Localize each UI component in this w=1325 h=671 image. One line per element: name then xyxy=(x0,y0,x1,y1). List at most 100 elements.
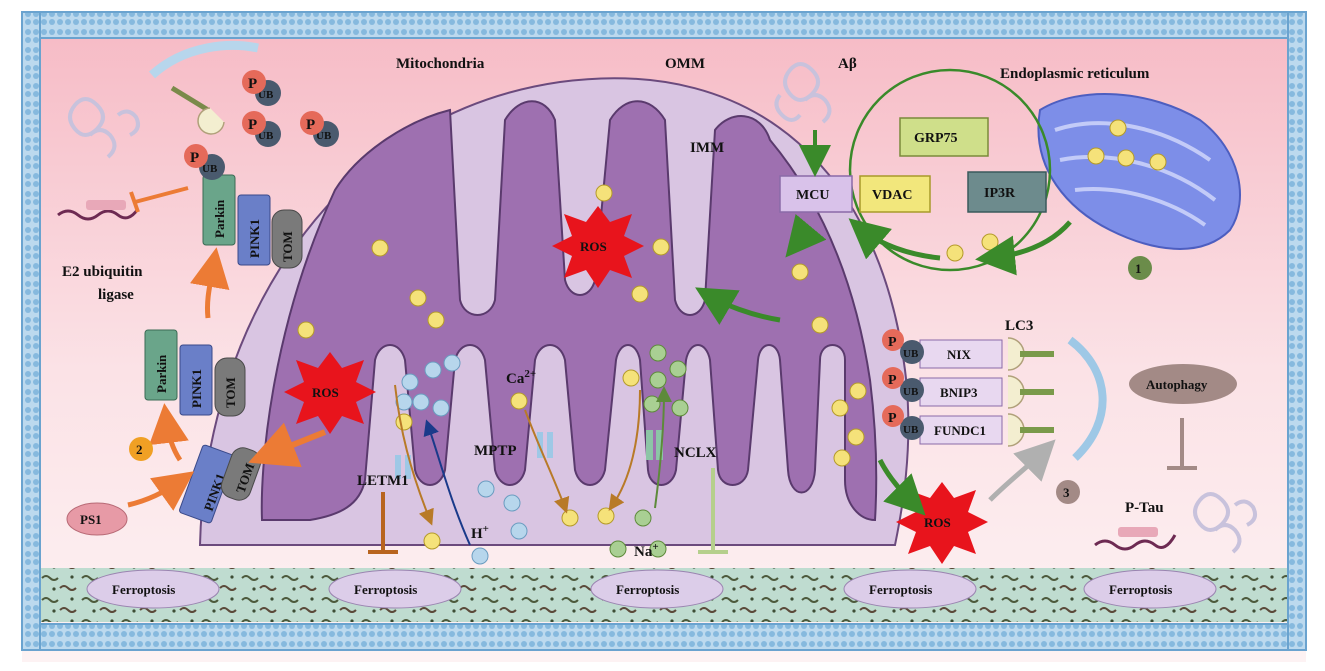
arrow-vdac-to-mcu xyxy=(848,218,941,261)
letm1-channel xyxy=(395,455,411,479)
step-3-label: 3 xyxy=(1063,485,1070,500)
svg-text:P: P xyxy=(190,150,199,166)
p-ub-tag-bnip3: UB P xyxy=(882,367,924,402)
arrow-calcium-into-matrix xyxy=(695,287,781,325)
svg-text:UB: UB xyxy=(258,130,274,142)
arrow-ps1-to-pink1 xyxy=(127,471,195,511)
label-mptp: MPTP xyxy=(474,443,517,459)
svg-text:UB: UB xyxy=(903,424,919,436)
cell-membrane xyxy=(21,11,1307,651)
abeta-aggregate-icon xyxy=(1193,492,1257,554)
phagophore-membrane xyxy=(1067,336,1107,461)
p-ub-tag-fundc1: UB P xyxy=(882,405,924,440)
label-proton: H+ xyxy=(471,523,489,542)
arrow-letm1-calcium xyxy=(394,384,434,526)
arrow-mptp-calcium xyxy=(524,409,570,514)
label-nclx: NCLX xyxy=(674,445,717,461)
svg-text:NIX: NIX xyxy=(947,347,971,362)
svg-text:P: P xyxy=(248,117,257,133)
svg-text:UB: UB xyxy=(202,163,218,175)
ferroptosis-node-3: Ferroptosis xyxy=(590,569,724,609)
p-ub-tag-free-1: UB P xyxy=(242,70,281,106)
svg-text:Ferroptosis: Ferroptosis xyxy=(1109,582,1172,597)
label-omm: OMM xyxy=(665,56,705,72)
autophagy-node: Autophagy xyxy=(1129,364,1237,404)
parkin-inhibition xyxy=(129,186,189,213)
p-ub-tag-free-3: UB P xyxy=(300,111,339,147)
svg-text:FUNDC1: FUNDC1 xyxy=(934,423,986,438)
ros-star-matrix: ROS xyxy=(552,206,644,288)
parkin-pink1-tom-complex-top: Parkin PINK1 TOM xyxy=(202,174,303,269)
svg-text:UB: UB xyxy=(258,89,274,101)
svg-text:ROS: ROS xyxy=(312,385,339,400)
label-calcium: Ca2+ xyxy=(506,368,536,387)
svg-text:BNIP3: BNIP3 xyxy=(940,385,978,400)
parkin-pink1-tom-complex-middle: Parkin PINK1 TOM xyxy=(144,329,246,417)
label-er: Endoplasmic reticulum xyxy=(1000,66,1150,82)
svg-text:Ferroptosis: Ferroptosis xyxy=(616,582,679,597)
svg-text:P: P xyxy=(888,411,897,426)
label-mitochondria: Mitochondria xyxy=(396,56,485,72)
svg-text:TOM: TOM xyxy=(280,231,295,262)
calcium-ion xyxy=(946,244,964,262)
arrow-proton-in xyxy=(423,419,471,546)
label-grp75: GRP75 xyxy=(914,131,958,146)
ptau-beads-left-icon xyxy=(86,200,126,210)
nclx-channel xyxy=(646,430,663,460)
svg-text:Ferroptosis: Ferroptosis xyxy=(112,582,175,597)
ptau-beads-icon xyxy=(1118,527,1158,537)
endoplasmic-reticulum-icon xyxy=(1037,92,1241,250)
vdac-box: VDAC xyxy=(859,175,931,213)
arrow-nclx-sodium xyxy=(654,386,672,509)
autophagy-inhibition xyxy=(1167,418,1197,470)
bnip3-receptor: BNIP3 xyxy=(919,375,1054,409)
mam-circle xyxy=(848,68,1052,272)
label-sodium: Na+ xyxy=(634,541,659,560)
label-ptau: P-Tau xyxy=(1125,500,1164,516)
matrix-calcium-ions xyxy=(297,184,867,467)
svg-text:Ferroptosis: Ferroptosis xyxy=(869,582,932,597)
p-ub-tag-free-2: UB P xyxy=(242,111,281,147)
abeta-aggregate-icon xyxy=(774,62,832,124)
sodium-ions xyxy=(609,344,689,558)
svg-text:UB: UB xyxy=(903,386,919,398)
p-ub-tag-nix: UB P xyxy=(882,329,924,364)
letm1-inhibition xyxy=(368,492,398,554)
arrow-nclx-calcium xyxy=(608,389,641,511)
svg-text:Parkin: Parkin xyxy=(154,354,169,393)
arrow-parkin-activation xyxy=(190,247,230,319)
label-lc3: LC3 xyxy=(1005,318,1033,334)
ferroptosis-node-5: Ferroptosis xyxy=(1083,569,1217,609)
ferroptosis-node-2: Ferroptosis xyxy=(328,569,462,609)
arrow-pink1-to-parkin xyxy=(149,403,189,462)
calcium-ion xyxy=(981,233,999,251)
autophagosome-receptor-icon xyxy=(148,40,259,135)
svg-text:PINK1: PINK1 xyxy=(247,219,262,258)
arrow-matrix-to-ros xyxy=(877,458,926,516)
svg-text:Ferroptosis: Ferroptosis xyxy=(354,582,417,597)
step-1-badge xyxy=(1128,256,1152,280)
svg-text:PINK1: PINK1 xyxy=(189,369,204,408)
ip3r-box: IP3R xyxy=(967,171,1047,213)
fundc1-receptor: FUNDC1 xyxy=(919,413,1054,447)
svg-text:Autophagy: Autophagy xyxy=(1146,377,1208,392)
svg-text:P: P xyxy=(888,335,897,350)
svg-text:UB: UB xyxy=(903,348,919,360)
label-imm: IMM xyxy=(690,140,724,156)
proton-ions xyxy=(395,354,528,565)
ros-star-left: ROS xyxy=(284,352,376,434)
nclx-inhibition xyxy=(698,468,728,554)
ferroptosis-node-4: Ferroptosis xyxy=(843,569,977,609)
svg-text:ROS: ROS xyxy=(580,239,607,254)
cytosolic-calcium-ions xyxy=(423,507,615,550)
svg-text:ROS: ROS xyxy=(924,515,951,530)
arrow-mcu-into-matrix xyxy=(785,213,827,258)
ferroptosis-node-1: Ferroptosis xyxy=(86,569,220,609)
nix-receptor: NIX xyxy=(919,337,1054,371)
p-ub-tag-parkin: UB P xyxy=(184,144,225,180)
step-2-badge xyxy=(129,437,153,461)
svg-text:P: P xyxy=(248,76,257,92)
svg-text:TOM: TOM xyxy=(223,377,238,408)
